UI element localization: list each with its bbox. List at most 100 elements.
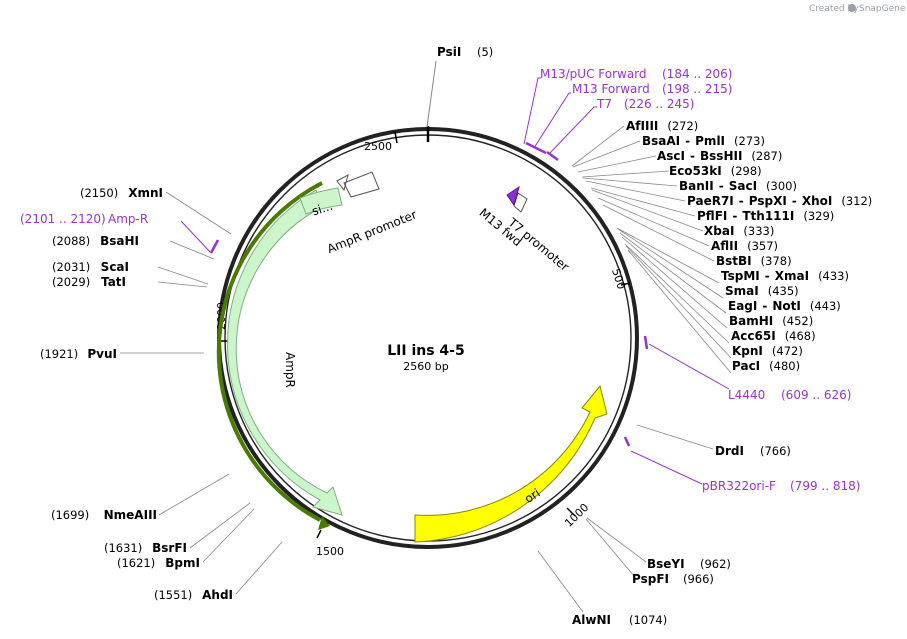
site-ahdi-name[interactable]: AhdI bbox=[202, 588, 233, 602]
site-separator: - bbox=[739, 194, 744, 208]
site-bpmi-name[interactable]: BpmI bbox=[165, 556, 200, 570]
site-bsaai-name[interactable]: BsaAI bbox=[642, 134, 680, 148]
site-drd-name[interactable]: DrdI bbox=[715, 444, 744, 458]
site-eco53ki-name[interactable]: Eco53kI bbox=[669, 164, 722, 178]
site-pmli-name[interactable]: PmlI bbox=[695, 134, 725, 148]
bsey-pspf-leaders bbox=[585, 517, 647, 577]
site-pflfi-name[interactable]: PflFI bbox=[697, 209, 727, 223]
site-banii-name[interactable]: BanII bbox=[679, 179, 714, 193]
ori-feature[interactable] bbox=[414, 384, 608, 543]
site-drd-pos: (766) bbox=[760, 444, 791, 458]
site-smai-name[interactable]: SmaI bbox=[725, 284, 759, 298]
site-pvui-name[interactable]: PvuI bbox=[87, 347, 117, 361]
primer-pbr322-range: (799 .. 818) bbox=[790, 479, 860, 493]
primer-m13puc-name[interactable]: M13/pUC Forward bbox=[540, 67, 647, 81]
site-leaders-left bbox=[120, 191, 283, 595]
site-xmai-name[interactable]: XmaI bbox=[775, 269, 809, 283]
primer-t7-range: (226 .. 245) bbox=[624, 97, 694, 111]
primer-t7-name[interactable]: T7 bbox=[596, 97, 612, 111]
site-separator: - bbox=[732, 209, 737, 223]
site-asci-name[interactable]: AscI bbox=[657, 149, 685, 163]
site-bstbi-name[interactable]: BstBI bbox=[716, 254, 752, 268]
plasmid-name: LII ins 4-5 bbox=[387, 343, 464, 359]
site-noti-name[interactable]: NotI bbox=[772, 299, 801, 313]
signal-feature[interactable] bbox=[299, 187, 343, 215]
site-kpni-name[interactable]: KpnI bbox=[732, 344, 763, 358]
site-paer7i-name[interactable]: PaeR7I bbox=[687, 194, 734, 208]
site-pspf-name[interactable]: PspFI bbox=[632, 572, 669, 586]
site-xhoi-name[interactable]: XhoI bbox=[802, 194, 833, 208]
primer-l4440-name[interactable]: L4440 bbox=[728, 388, 765, 402]
site-bsey-name[interactable]: BseYI bbox=[647, 557, 685, 571]
site-separator: - bbox=[765, 269, 770, 283]
m13-fwd-feature[interactable] bbox=[506, 185, 520, 207]
primer-ampr-leader bbox=[180, 220, 220, 254]
site-psi-pos: (5) bbox=[477, 45, 493, 59]
site-scai-name[interactable]: ScaI bbox=[101, 260, 129, 274]
primer-ampr-range: (2101 .. 2120) bbox=[20, 212, 106, 226]
site-pos: (300) bbox=[766, 179, 797, 193]
site-alwn-pos: (1074) bbox=[629, 613, 667, 627]
site-pos: (298) bbox=[731, 164, 762, 178]
ampr-feature[interactable] bbox=[227, 189, 343, 516]
site-pos: (378) bbox=[761, 254, 792, 268]
site-pspf-pos: (966) bbox=[683, 572, 714, 586]
site-pos: (287) bbox=[751, 149, 782, 163]
site-pos: (272) bbox=[667, 119, 698, 133]
primer-ampr-name[interactable]: Amp-R bbox=[108, 212, 148, 226]
site-pos: (452) bbox=[782, 314, 813, 328]
site-xmni-name[interactable]: XmnI bbox=[128, 186, 163, 200]
site-pos: (1699) bbox=[51, 508, 89, 522]
site-paci-name[interactable]: PacI bbox=[732, 359, 760, 373]
site-bamhi-name[interactable]: BamHI bbox=[729, 314, 773, 328]
site-psi-name[interactable]: PsiI bbox=[437, 45, 461, 59]
site-tth111i-name[interactable]: Tth111I bbox=[742, 209, 794, 223]
site-separator: - bbox=[792, 194, 797, 208]
site-tati-name[interactable]: TatI bbox=[101, 275, 126, 289]
site-pos: (1621) bbox=[117, 556, 155, 570]
snapgene-logo-icon bbox=[848, 4, 856, 12]
site-pos: (480) bbox=[769, 359, 800, 373]
credit-brand: SnapGene bbox=[859, 4, 906, 14]
site-pos: (312) bbox=[841, 194, 872, 208]
site-pos: (2088) bbox=[52, 234, 90, 248]
ampr-label: AmpR bbox=[283, 352, 297, 388]
site-saci-name[interactable]: SacI bbox=[729, 179, 757, 193]
backbone-inner bbox=[224, 134, 632, 542]
site-separator: - bbox=[762, 299, 767, 313]
plasmid-size: 2560 bp bbox=[403, 360, 448, 373]
credit-text: Created by bbox=[809, 4, 859, 14]
ampr-promoter-label: AmpR promoter bbox=[325, 207, 419, 256]
site-pos: (357) bbox=[747, 239, 778, 253]
primer-m13fwd-name[interactable]: M13 Forward bbox=[572, 82, 650, 96]
ampr-promoter-feature[interactable] bbox=[336, 171, 380, 198]
site-nmeaiii-name[interactable]: NmeAIII bbox=[104, 508, 157, 522]
site-bsahi-name[interactable]: BsaHI bbox=[100, 234, 139, 248]
drd-leader bbox=[636, 424, 714, 450]
site-leaders-right bbox=[571, 125, 732, 374]
site-bsrfi-name[interactable]: BsrFI bbox=[152, 541, 187, 555]
site-tspmi-name[interactable]: TspMI bbox=[721, 269, 760, 283]
primer-m13puc-range: (184 .. 206) bbox=[662, 67, 732, 81]
site-bsshii-name[interactable]: BssHII bbox=[700, 149, 742, 163]
site-pos: (435) bbox=[768, 284, 799, 298]
site-eagi-name[interactable]: EagI bbox=[728, 299, 757, 313]
primer-l4440-leader bbox=[643, 335, 730, 390]
primer-leaders-top bbox=[523, 77, 597, 162]
site-acc65i-name[interactable]: Acc65I bbox=[731, 329, 776, 343]
site-xbai-name[interactable]: XbaI bbox=[704, 224, 734, 238]
site-separator: - bbox=[685, 134, 690, 148]
site-aflii-name[interactable]: AflII bbox=[711, 239, 738, 253]
ampr-line-arrow bbox=[318, 516, 330, 530]
site-alwn-name[interactable]: AlwNI bbox=[572, 613, 611, 627]
site-pspxi-name[interactable]: PspXI bbox=[749, 194, 787, 208]
site-afiiii-name[interactable]: AfIIII bbox=[626, 119, 658, 133]
primer-pbr322-name[interactable]: pBR322ori-F bbox=[702, 479, 776, 493]
tick-1500: 1500 bbox=[316, 545, 344, 558]
tick-1000: 1000 bbox=[562, 501, 591, 530]
site-list-right: AfIIII(272)BsaAI-PmlI(273)AscI-BssHII(28… bbox=[626, 119, 872, 373]
site-pos: (472) bbox=[772, 344, 803, 358]
ampr-line bbox=[216, 181, 323, 522]
site-pos: (1551) bbox=[154, 588, 192, 602]
